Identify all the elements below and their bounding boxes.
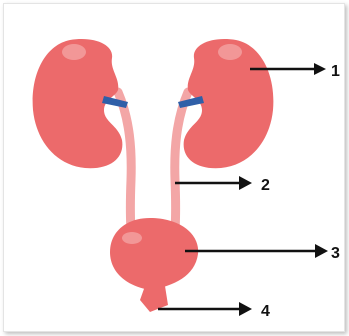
callout-label-4: 4 [261, 303, 270, 320]
callout-arrow-2 [175, 176, 252, 190]
bladder-highlight [122, 232, 142, 244]
callout-label-2: 2 [261, 177, 270, 194]
callout-label-1: 1 [331, 63, 340, 80]
callout-arrow-4 [158, 302, 252, 316]
bladder [110, 218, 198, 290]
callout-arrow-3 [185, 244, 328, 258]
right-ureter [174, 92, 188, 240]
left-ureter [118, 92, 132, 240]
left-kidney-highlight [62, 44, 86, 60]
callout-label-3: 3 [331, 245, 340, 262]
right-kidney-highlight [218, 44, 242, 60]
